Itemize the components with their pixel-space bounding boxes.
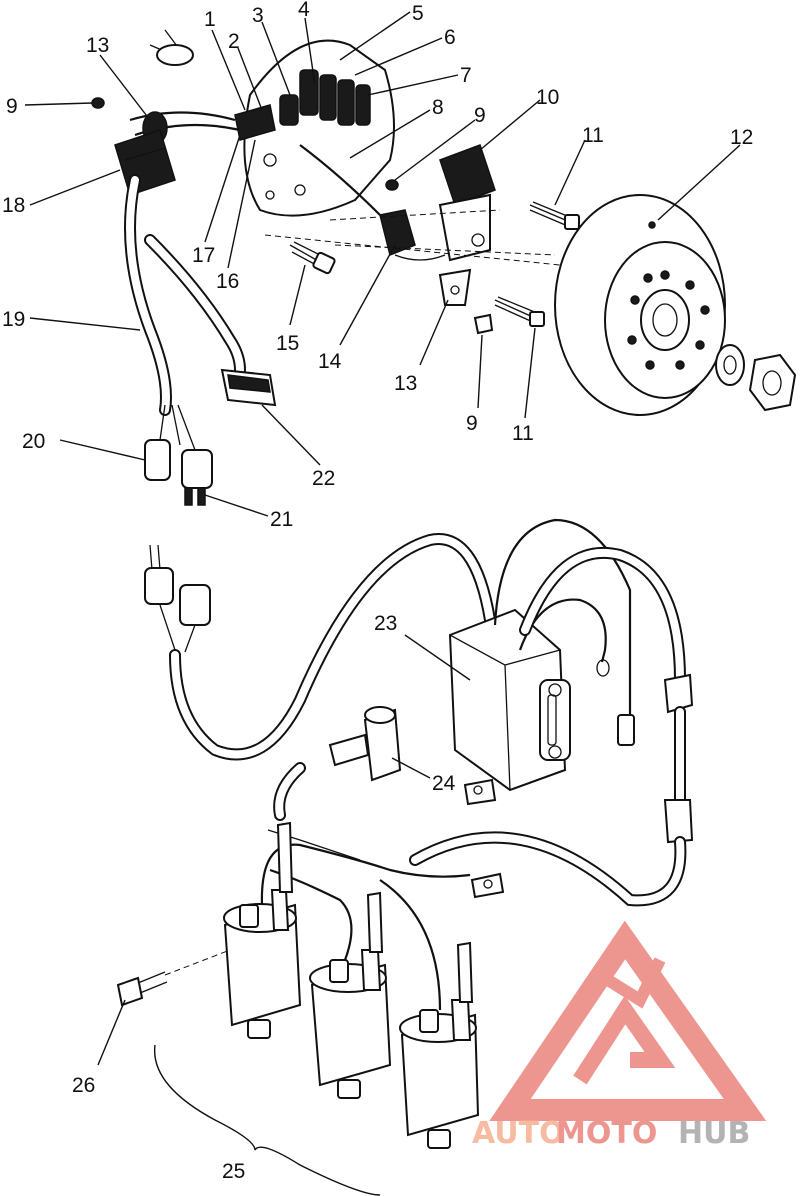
callout-7: 7: [460, 64, 472, 87]
callout-19: 19: [2, 308, 25, 331]
connector-22: [220, 368, 277, 407]
callout-12: 12: [730, 126, 753, 149]
callout-18: 18: [2, 194, 25, 217]
callout-5: 5: [412, 2, 424, 25]
logo-text-auto: AUTO: [472, 1116, 565, 1151]
callout-6: 6: [444, 26, 456, 49]
logo-text-hub: HUB: [678, 1116, 750, 1151]
callout-16: 16: [216, 270, 239, 293]
callout-11-upper: 11: [582, 124, 604, 147]
stator-plate: [243, 39, 395, 217]
bracket-25: [153, 1044, 381, 1196]
bolt-11-lower: [494, 296, 545, 327]
connector-pair-left: [144, 544, 211, 653]
ignition-coil-1: [223, 821, 302, 1039]
leader-lines: [24, 11, 741, 1066]
washer: [715, 344, 745, 386]
ignition-coil-3: [399, 941, 480, 1149]
callout-3: 3: [252, 4, 264, 27]
mount-tabs: [463, 778, 505, 899]
callout-13-lower: 13: [394, 372, 417, 395]
spark-plug-cap-24: [273, 706, 402, 821]
callout-26: 26: [72, 1074, 95, 1097]
callout-17: 17: [192, 244, 215, 267]
callout-24: 24: [432, 772, 456, 795]
callout-23: 23: [374, 612, 397, 635]
ignition-coil-2: [309, 891, 392, 1099]
flywheel-12: [554, 194, 726, 416]
pickup-coil-14: [299, 144, 446, 261]
connector-block-18: [114, 129, 176, 196]
screw-26: [116, 949, 231, 1007]
callout-8: 8: [432, 96, 444, 119]
callout-20: 20: [22, 430, 45, 453]
flywheel-nut: [748, 353, 797, 412]
wire-bracket: [149, 29, 276, 141]
callout-2: 2: [228, 30, 240, 53]
callout-14: 14: [318, 350, 342, 373]
callout-22: 22: [312, 467, 335, 490]
nut-9-upper: [91, 97, 105, 109]
callout-1: 1: [204, 8, 216, 31]
callout-9-lower: 9: [466, 412, 478, 435]
stator-coils: [279, 69, 371, 126]
regulator-10: [438, 144, 496, 262]
connector-21: [181, 449, 213, 506]
callout-25: 25: [222, 1160, 245, 1183]
callout-11-lower: 11: [512, 422, 534, 445]
coil-wires: [260, 829, 471, 1011]
callout-15: 15: [276, 332, 299, 355]
callout-9-mid: 9: [474, 104, 486, 127]
callout-labels: 1 2 3 4 5 6 7 8 9 10 11 12 13 9 18 17 16…: [2, 0, 753, 1183]
callout-21: 21: [270, 508, 293, 531]
automotohub-logo: AUTO MOTO HUB: [472, 920, 767, 1151]
harness-lower: [169, 533, 496, 761]
nut-9-lower: [473, 313, 494, 335]
bolt-11-upper: [529, 201, 580, 230]
cdi-wires: [409, 518, 694, 907]
cdi-box-23: [448, 608, 571, 792]
logo-text-moto: MOTO: [556, 1116, 657, 1151]
wire-harness-19: [124, 174, 246, 416]
callout-10: 10: [536, 86, 559, 109]
callout-13-upper: 13: [86, 34, 109, 57]
screw-9-mid: [385, 179, 399, 191]
bracket-13: [438, 268, 472, 306]
callout-4: 4: [298, 0, 310, 21]
callout-9-upper: 9: [6, 95, 18, 118]
alignment-lines: [264, 209, 561, 266]
screw-15: [289, 241, 336, 275]
